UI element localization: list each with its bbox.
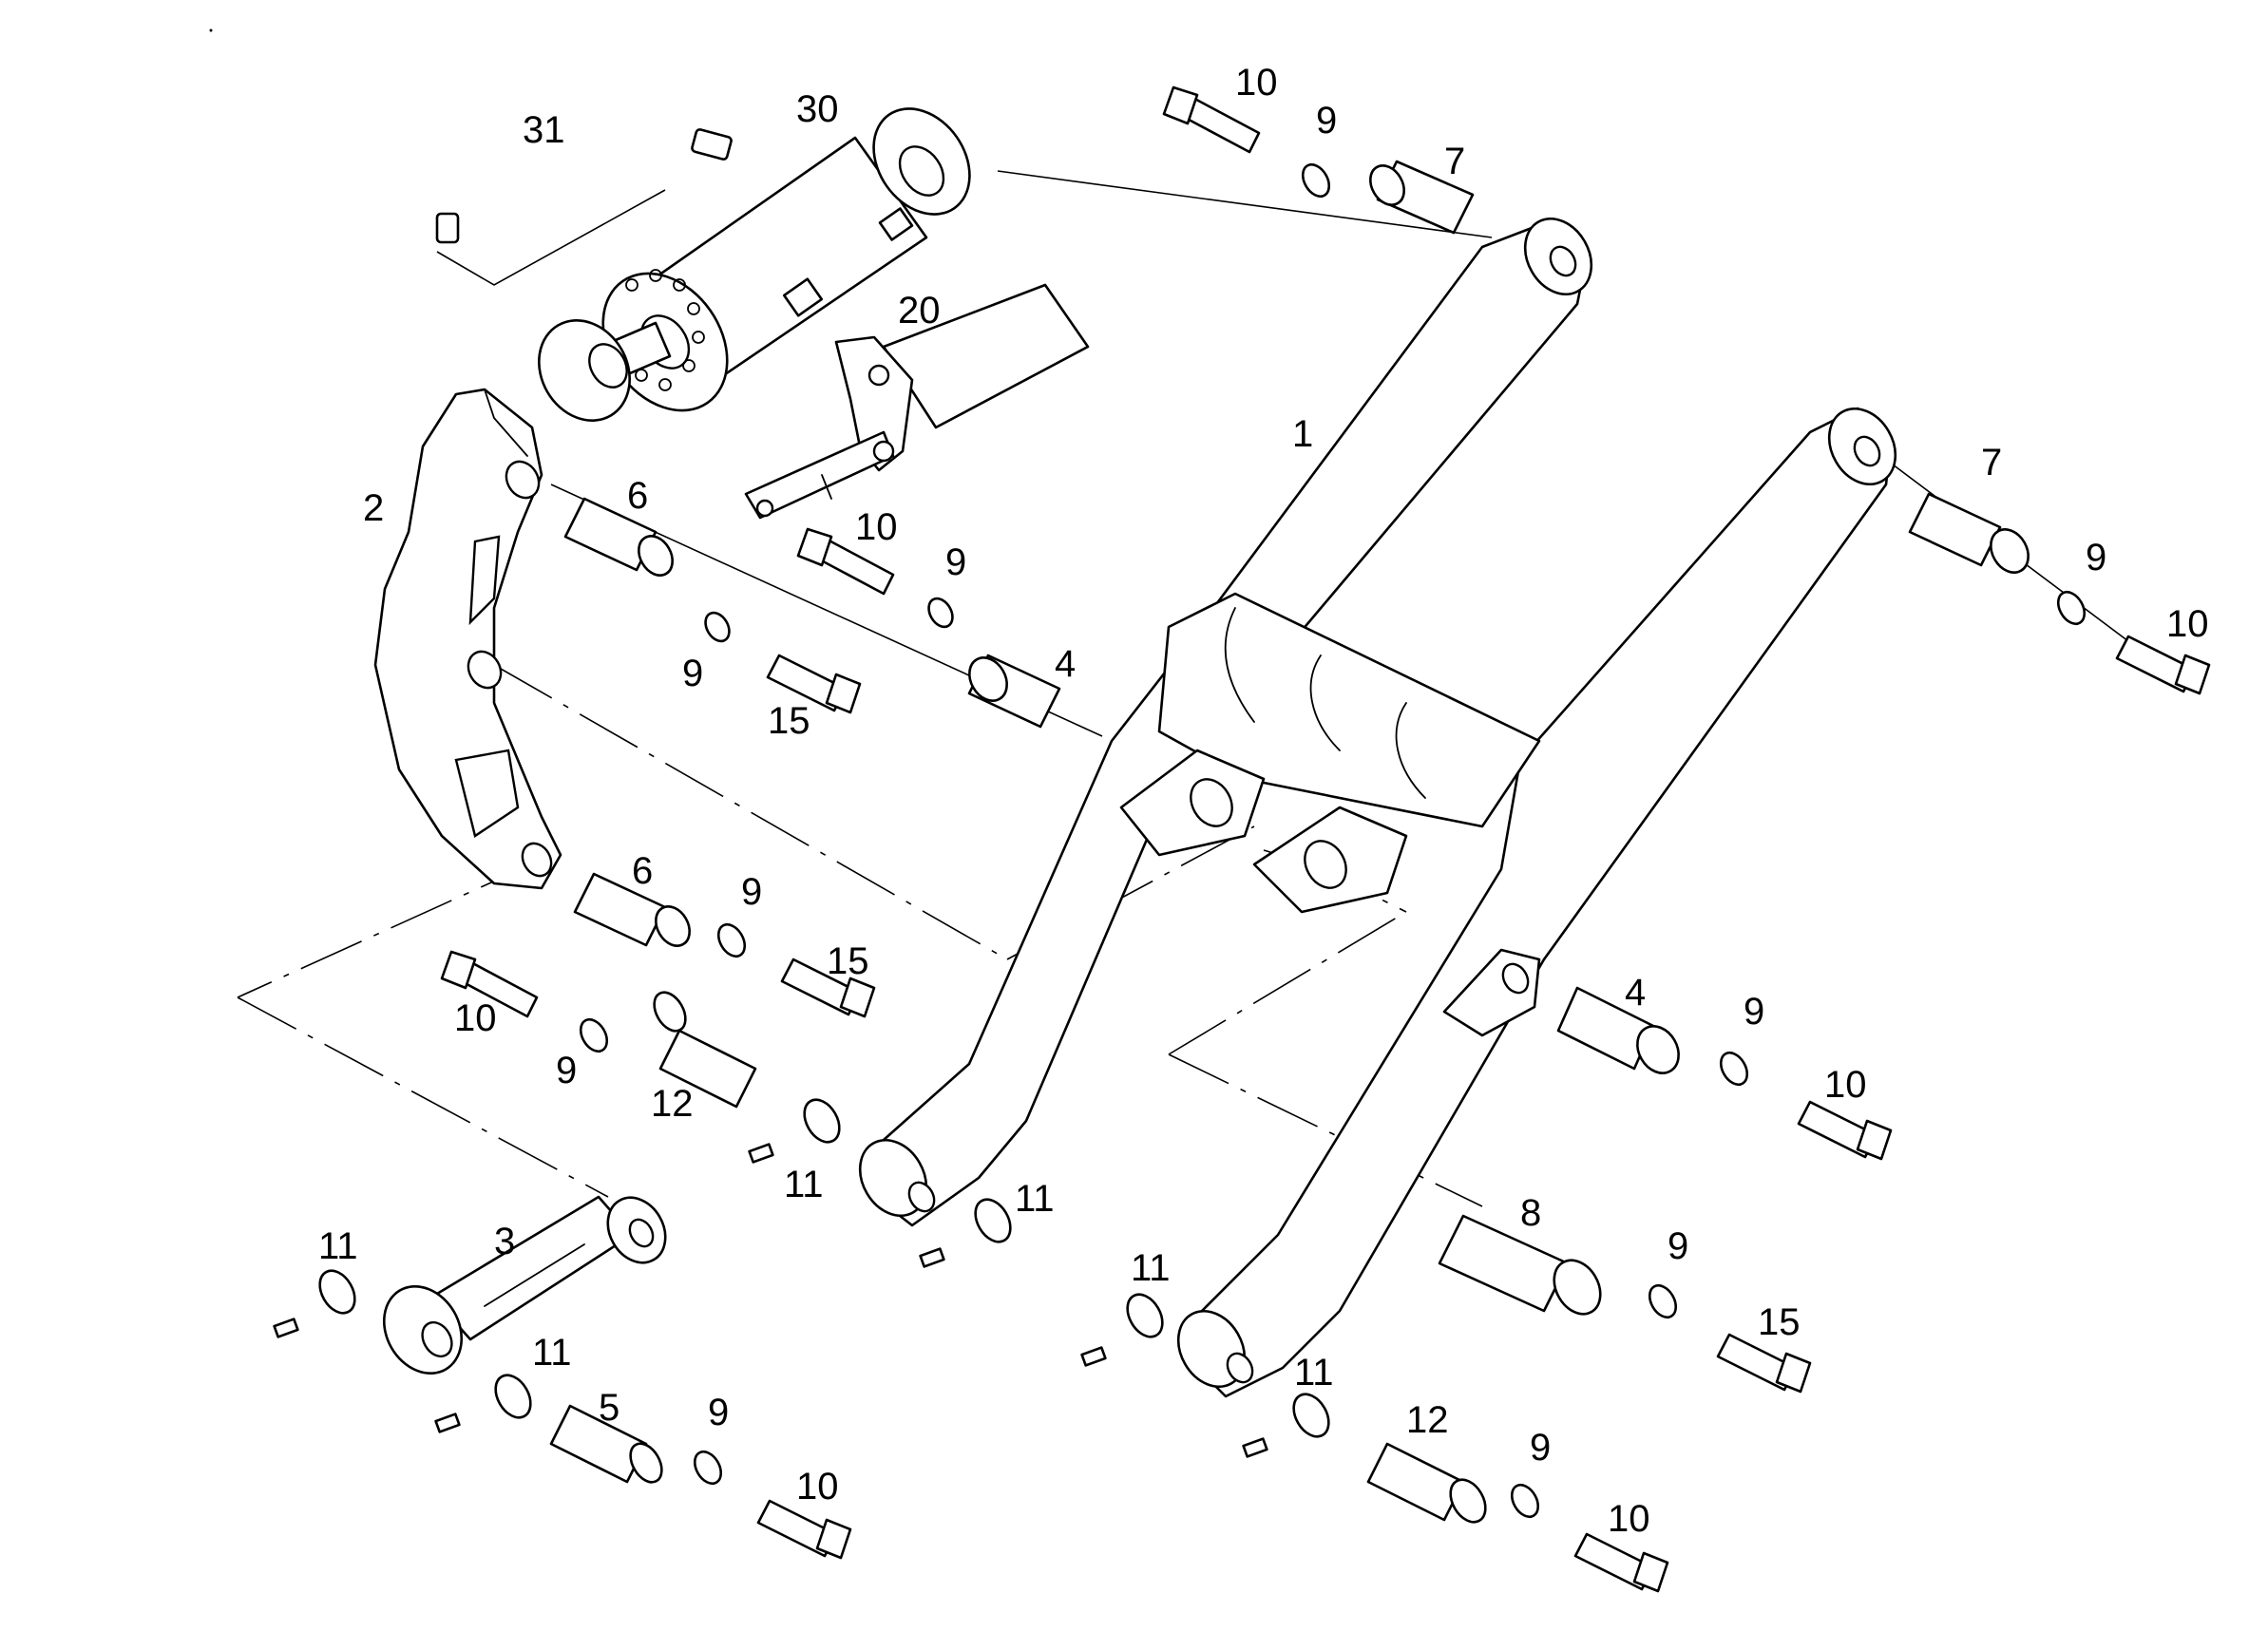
pin-7-lower <box>1908 492 2030 574</box>
side-bracket <box>373 388 562 890</box>
loader-arm <box>858 217 1897 1398</box>
callout-9j: 9 <box>1530 1427 1551 1469</box>
pin-4-upper <box>967 654 1061 729</box>
callout-9a: 9 <box>1316 100 1337 142</box>
bolt-10-bottom-left <box>756 1499 852 1560</box>
callout-9i: 9 <box>708 1392 729 1433</box>
callout-10a: 10 <box>1235 62 1278 104</box>
callout-4b: 4 <box>1625 972 1646 1014</box>
callout-7a: 7 <box>1444 141 1465 182</box>
pins <box>549 160 2030 1524</box>
bolts <box>440 85 2211 1593</box>
callout-10g: 10 <box>1608 1498 1650 1540</box>
pin-7-upper <box>1369 160 1475 235</box>
callout-15a: 15 <box>768 700 810 742</box>
callout-4a: 4 <box>1055 643 1076 685</box>
callout-3: 3 <box>494 1221 515 1262</box>
pin-12-right <box>1366 1442 1487 1524</box>
callout-11f: 11 <box>1294 1352 1334 1394</box>
callout-20: 20 <box>898 290 941 332</box>
pin-5 <box>549 1404 663 1484</box>
bolt-10-bottom-right <box>1573 1532 1669 1593</box>
callout-6a: 6 <box>627 475 648 517</box>
callout-10c: 10 <box>2166 603 2209 645</box>
bolt-10-left <box>440 950 539 1018</box>
hydraulic-hose <box>435 59 733 286</box>
callout-9f: 9 <box>556 1050 577 1091</box>
callout-31: 31 <box>523 109 565 151</box>
callout-11d: 11 <box>532 1332 572 1374</box>
callout-12a: 12 <box>651 1083 694 1125</box>
callout-5: 5 <box>599 1387 619 1429</box>
callout-9h: 9 <box>1668 1225 1688 1267</box>
callout-30: 30 <box>796 88 839 130</box>
pin-12-left <box>653 991 757 1109</box>
pin-6-lower <box>573 872 691 947</box>
guard-bracket <box>744 283 1090 520</box>
bolt-10-top <box>1162 85 1261 154</box>
bolt-15-upper <box>766 654 862 714</box>
corner-dot <box>209 28 213 32</box>
hydraulic-cylinder <box>538 107 971 422</box>
callout-10b: 10 <box>855 506 898 548</box>
callout-6b: 6 <box>632 850 653 892</box>
pin-8 <box>1438 1214 1602 1316</box>
callout-11e: 11 <box>1131 1247 1171 1289</box>
callout-9d: 9 <box>2086 537 2106 578</box>
callout-10d: 10 <box>454 997 497 1039</box>
bolt-10-mid <box>796 527 895 596</box>
callout-10e: 10 <box>1824 1064 1867 1106</box>
callout-12b: 12 <box>1406 1399 1449 1441</box>
grease-nipples <box>273 1143 1268 1458</box>
callout-11c: 11 <box>318 1225 358 1267</box>
bolt-10-mid-right <box>1797 1100 1893 1161</box>
pin-4-lower <box>1556 986 1680 1074</box>
callout-9g: 9 <box>1744 991 1764 1033</box>
callout-9e: 9 <box>741 871 762 913</box>
callout-10f: 10 <box>796 1466 839 1508</box>
washers <box>318 162 2087 1519</box>
callout-9b: 9 <box>945 541 966 583</box>
callout-15c: 15 <box>1758 1301 1801 1343</box>
callouts: 1 2 3 4 4 5 6 6 7 7 8 9 9 9 9 9 9 9 9 9 … <box>318 62 2209 1540</box>
callout-7b: 7 <box>1981 442 2002 484</box>
bolt-15-mid <box>780 958 876 1018</box>
pin-6-upper <box>563 497 674 577</box>
callout-11b: 11 <box>1015 1178 1055 1220</box>
callout-2: 2 <box>363 487 384 529</box>
bolt-15-lower <box>1716 1333 1812 1394</box>
link-rod <box>382 1195 667 1375</box>
bolt-10-right <box>2115 635 2211 695</box>
callout-15b: 15 <box>827 940 869 982</box>
callout-1: 1 <box>1292 413 1313 455</box>
callout-9c: 9 <box>682 653 703 694</box>
callout-8: 8 <box>1520 1192 1541 1234</box>
callout-11a: 11 <box>784 1164 824 1205</box>
